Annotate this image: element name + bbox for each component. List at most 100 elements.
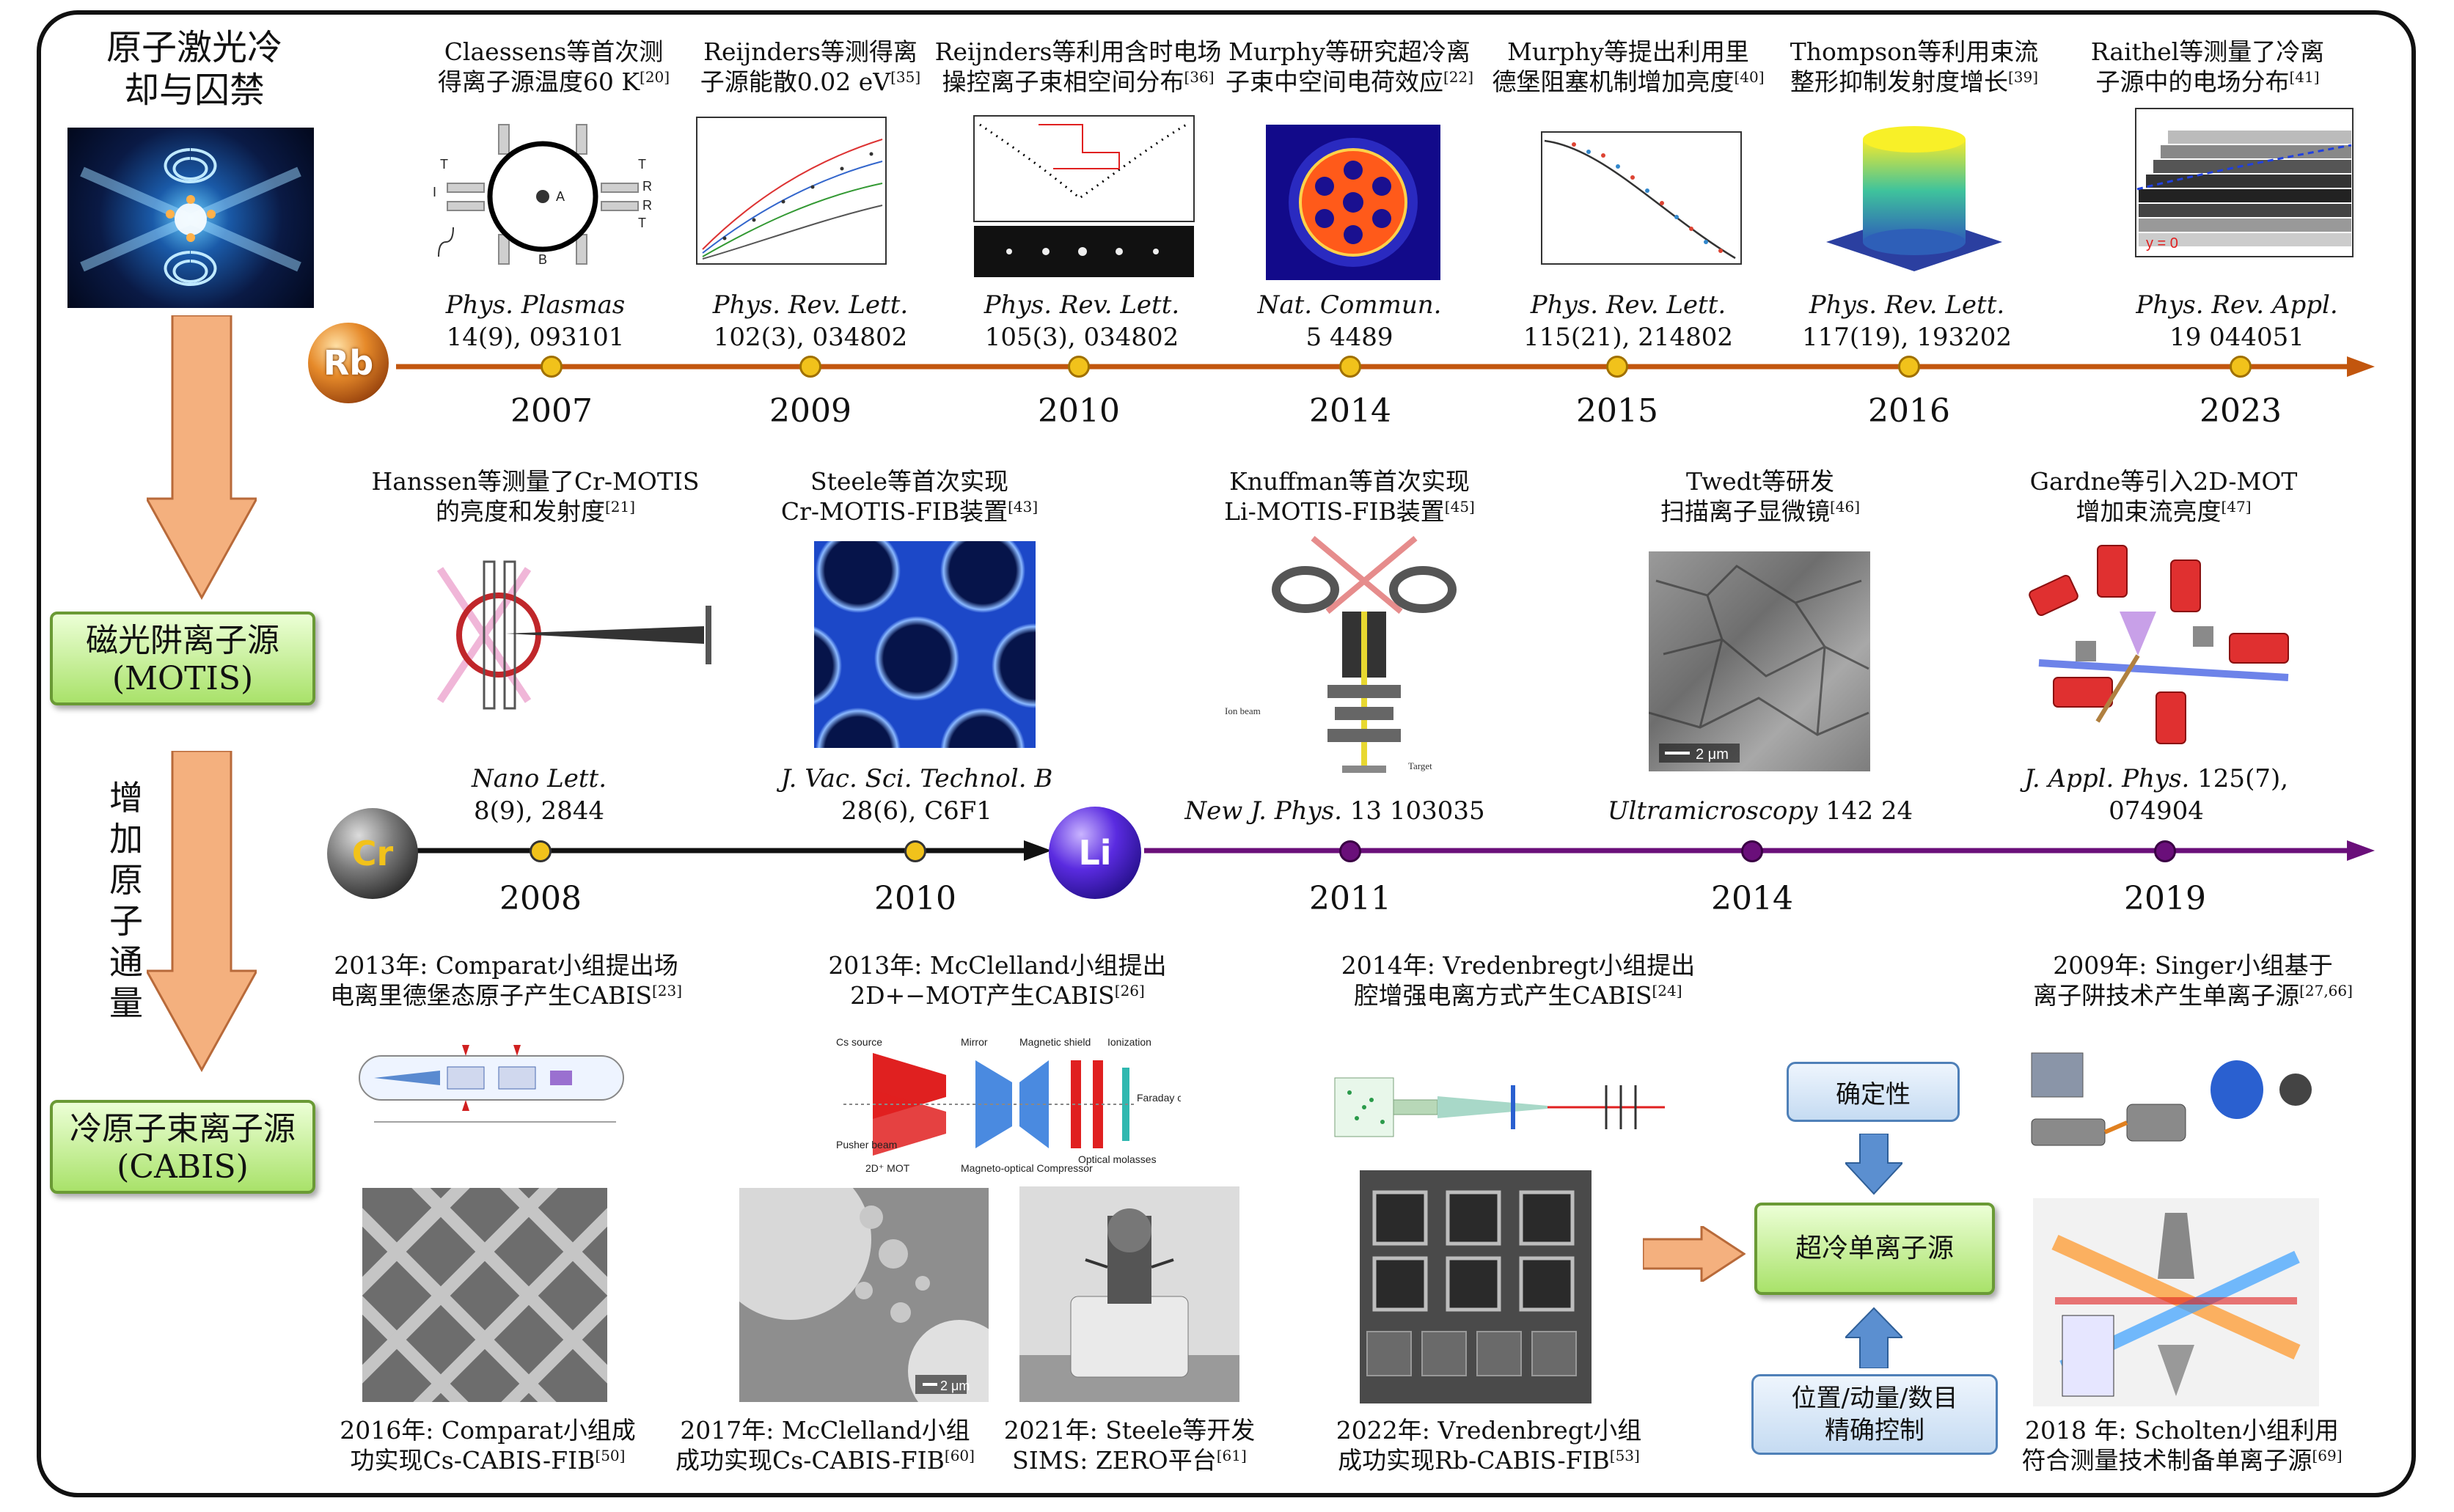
cooling-title: 原子激光冷 却与囚禁: [106, 27, 282, 111]
cabis-img-vredenbregt-pits: [1360, 1170, 1592, 1406]
svg-text:R: R: [642, 198, 652, 213]
cabis-fig-mcclelland-scheme: Cs source Pusher beam Mirror Magnetic sh…: [829, 1031, 1181, 1178]
cabis-caption-vredenbregt-2014: 2014年: Vredenbregt小组提出腔增强电离方式产生CABIS[24]: [1341, 951, 1696, 1010]
rb-year-2016: 2016: [1868, 392, 1950, 430]
rb-cite-2014: Nat. Commun.5 4489: [1257, 290, 1442, 352]
rb-year-2009: 2009: [769, 392, 851, 430]
rb-dot-2010: [1068, 356, 1090, 378]
rb-dot-2009: [799, 356, 821, 378]
cabis-box: 冷原子束离子源 (CABIS): [50, 1100, 315, 1194]
blue-arrow-down: [1845, 1134, 1902, 1195]
rb-year-2023: 2023: [2200, 392, 2282, 430]
rb-year-2014: 2014: [1309, 392, 1391, 430]
cabis-img-mcclelland-spheres: 2 μm: [739, 1188, 989, 1405]
target-label: Target: [1408, 760, 1432, 771]
li-fig-2014-sim-image: 2 μm: [1649, 551, 1870, 771]
cr-dot-2010: [904, 840, 926, 862]
rb-cite-2010: Phys. Rev. Lett.105(3), 034802: [984, 290, 1180, 352]
rb-dot-2014: [1339, 356, 1361, 378]
scale-bar-label: 2 μm: [1696, 746, 1729, 763]
rb-dot-2023: [2230, 356, 2252, 378]
cr-timeline-line: [411, 840, 1052, 861]
li-dot-2014: [1741, 840, 1763, 862]
mirror-label: Mirror: [961, 1036, 988, 1048]
svg-text:R: R: [642, 179, 652, 194]
li-cite-2019: J. Appl. Phys. 125(7),074904: [2023, 764, 2289, 826]
rb-caption-2014: Murphy等研究超冷离子束中空间电荷效应[22]: [1225, 37, 1474, 96]
li-year-2011: 2011: [1309, 880, 1391, 917]
li-fig-2019-2dmot: [2010, 531, 2318, 760]
rb-cite-2023: Phys. Rev. Appl.19 044051: [2136, 290, 2338, 352]
right-arrow-to-single-ion: [1643, 1226, 1746, 1282]
li-dot-2019: [2154, 840, 2176, 862]
cr-cite-2008: Nano Lett.8(9), 2844: [471, 764, 607, 826]
rb-fig-2009-energy-plot: [681, 110, 893, 279]
rb-cite-2009: Phys. Rev. Lett.102(3), 034802: [712, 290, 909, 352]
ion-beam-label: Ion beam: [1225, 705, 1261, 716]
mo-compressor-label: Magneto-optical Compressor: [961, 1162, 1093, 1174]
cabis-caption-mcclelland-2017: 2017年: McClelland小组成功实现Cs-CABIS-FIB[60]: [675, 1416, 975, 1475]
rb-caption-2007: Claessens等首次测得离子源温度60 K[20]: [437, 37, 670, 96]
li-year-2019: 2019: [2124, 880, 2206, 917]
motis-box: 磁光阱离子源 (MOTIS): [50, 612, 315, 705]
cr-atom-ball: Cr: [327, 808, 418, 899]
precise-control-box: 位置/动量/数目 精确控制: [1751, 1374, 1998, 1455]
down-arrow-1: [147, 315, 257, 601]
cabis-img-comparat-mesh: [362, 1188, 607, 1402]
cabis-fig-comparat-scheme: [352, 1041, 645, 1166]
rb-caption-2023: Raithel等测量了冷离子源中的电场分布[41]: [2090, 37, 2325, 96]
blue-arrow-up: [1845, 1307, 1902, 1368]
svg-text:B: B: [538, 252, 547, 267]
rb-dot-2016: [1898, 356, 1920, 378]
li-caption-2014: Twedt等研发扫描离子显微镜[46]: [1660, 467, 1861, 526]
svg-text:T: T: [638, 157, 646, 172]
rb-cite-2015: Phys. Rev. Lett.115(21), 214802: [1523, 290, 1734, 352]
cabis-caption-vredenbregt-2022: 2022年: Vredenbregt小组成功实现Rb-CABIS-FIB[53]: [1336, 1416, 1642, 1475]
cr-fig-2010-fib-image: [814, 541, 1036, 748]
rb-fig-2016-beam-shaping: [1819, 117, 2010, 280]
pusher-beam-label: Pusher beam: [836, 1139, 897, 1150]
rb-fig-2023-field-map: y = 0: [2109, 101, 2359, 280]
rb-year-2010: 2010: [1038, 392, 1120, 430]
cooling-trap-image: [67, 128, 314, 308]
2d-mot-label: 2D⁺ MOT: [865, 1162, 910, 1174]
cs-source-label: Cs source: [836, 1036, 882, 1048]
cr-dot-2008: [530, 840, 552, 862]
li-cite-2011: New J. Phys. 13 103035: [1184, 796, 1485, 826]
rb-fig-2015-rydberg-plot: [1515, 126, 1748, 280]
diagram-frame: [37, 10, 2416, 1497]
cabis-caption-comparat-2013: 2013年: Comparat小组提出场电离里德堡态原子产生CABIS[23]: [329, 951, 683, 1010]
cr-year-2008: 2008: [499, 880, 582, 917]
svg-text:A: A: [556, 189, 565, 204]
optical-molasses-label: Optical molasses: [1078, 1153, 1157, 1165]
rb-timeline-line: [396, 356, 2375, 377]
rb-dot-2007: [541, 356, 563, 378]
rb-caption-2016: Thompson等利用束流整形抑制发射度增长[39]: [1790, 37, 2039, 96]
faraday-cup-label: Faraday cup: [1137, 1092, 1181, 1104]
li-cite-2014: Ultramicroscopy 142 24: [1607, 796, 1913, 826]
rb-caption-2015: Murphy等提出利用里德堡阻塞机制增加亮度[40]: [1492, 37, 1765, 96]
deterministic-box: 确定性: [1787, 1062, 1960, 1122]
cabis-fig-vredenbregt-scheme: [1327, 1056, 1672, 1159]
cabis-caption-scholten-2018: 2018 年: Scholten小组利用符合测量技术制备单离子源[69]: [2021, 1416, 2343, 1475]
rb-year-2007: 2007: [510, 392, 593, 430]
flux-label: 增 加 原 子 通 量: [109, 778, 143, 1023]
rb-caption-2009: Reijnders等测得离子源能散0.02 eV[35]: [700, 37, 921, 96]
rb-dot-2015: [1606, 356, 1628, 378]
rb-fig-2014-spacecharge: [1266, 125, 1440, 280]
cr-year-2010: 2010: [874, 880, 956, 917]
down-arrow-2: [147, 751, 257, 1073]
cabis-img-zero-platform: [1019, 1186, 1239, 1405]
rb-cite-2016: Phys. Rev. Lett.117(19), 193202: [1801, 290, 2012, 352]
li-year-2014: 2014: [1711, 880, 1793, 917]
rb-caption-2010: Reijnders等利用含时电场操控离子束相空间分布[36]: [934, 37, 1222, 96]
sphere-scale-bar-label: 2 μm: [940, 1379, 970, 1393]
ionization-label: Ionization: [1107, 1036, 1151, 1048]
